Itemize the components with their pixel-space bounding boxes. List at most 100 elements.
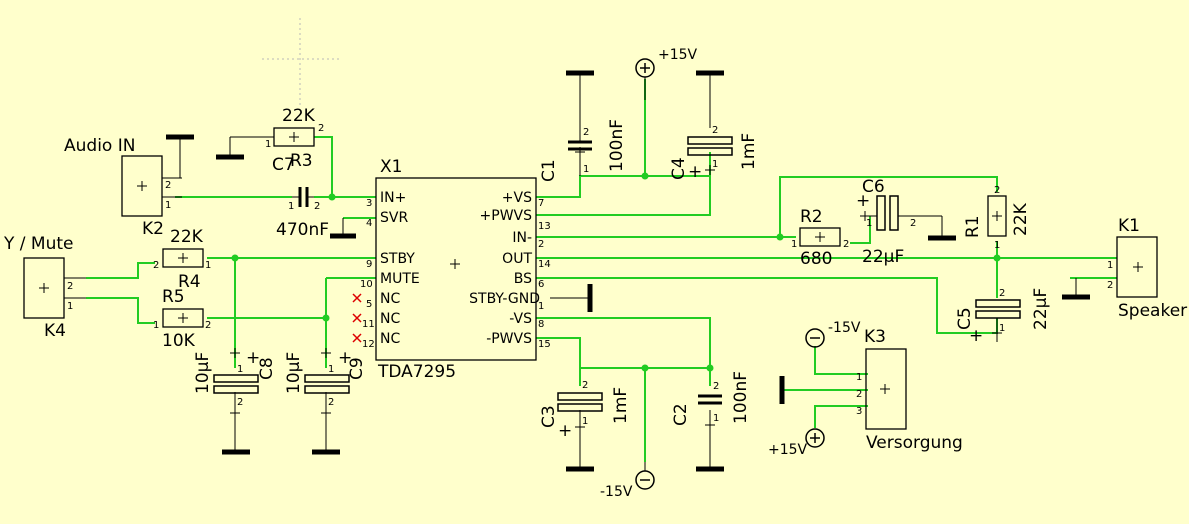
x1-pin-nc-12: NC [380,331,400,347]
k3-label: Versorgung [866,433,963,453]
capacitor-c9[interactable]: + 1 2 10µF C9 [284,348,367,418]
c6-value: 22µF [862,247,904,267]
c9-value: 10µF [284,352,304,394]
r3-pin-2: 2 [318,123,324,134]
capacitor-c5[interactable]: + 2 1 C5 22µF [955,288,1051,346]
origin-crosshair [262,18,340,108]
k1-pin-1: 1 [1107,260,1113,271]
c4-value: 1mF [739,133,759,170]
connector-k2[interactable]: 2 1 Audio IN K2 [64,136,182,239]
vminus-k3-label: -15V [828,320,861,336]
r1-value: 22K [1011,202,1031,236]
x1-num-8: 8 [538,319,544,330]
x1-num-5: 5 [366,299,372,310]
x1-pin-nc-5: NC [380,291,400,307]
capacitor-c2[interactable]: 2 1 C2 100nF [671,371,751,430]
x1-num-9: 9 [366,259,372,270]
resistor-r1[interactable]: 2 1 R1 22K [963,185,1031,251]
capacitor-c7[interactable]: 1 2 C7 470nF [272,155,329,240]
c1-pin-1: 1 [583,164,589,175]
x1-pin-in-plus: IN+ [380,190,406,206]
c7-value: 470nF [276,220,329,240]
connector-k4[interactable]: 2 1 Y / Mute K4 [3,234,86,341]
x1-pin-stby-gnd: STBY-GND [469,291,540,307]
supply-minus-k3[interactable]: -15V [805,320,861,348]
vminus-bottom-label: -15V [600,484,633,500]
k4-pin-1: 1 [67,301,73,312]
x1-pin-out: OUT [502,251,532,267]
c3-pin-1: 1 [582,416,588,427]
supply-minus-bottom[interactable]: -15V [600,462,655,500]
vplus-k3-label: +15V [768,442,808,458]
connector-k3[interactable]: 1 2 3 K3 Versorgung [856,327,963,453]
c9-pin-2: 2 [328,397,334,408]
c6-pin-1: 1 [866,218,872,229]
x1-num-11: 11 [362,319,375,330]
k3-pin-1: 1 [856,372,862,383]
c3-name: C3 [539,405,559,428]
k1-label: Speaker [1118,301,1187,321]
c1-value: 100nF [607,119,627,172]
supply-plus-k3[interactable]: +15V [768,428,825,458]
x1-num-12: 12 [362,339,375,350]
resistor-r4[interactable]: 2 1 22K R4 [153,227,211,292]
resistor-r2[interactable]: 1 2 R2 680 [791,207,849,269]
c7-name: C7 [272,155,295,175]
c3-pin-2: 2 [582,380,588,391]
r5-name: R5 [162,287,185,307]
x1-value: TDA7295 [377,362,456,382]
k4-label: Y / Mute [3,234,74,254]
capacitor-c6[interactable]: + 1 2 C6 22µF [856,177,916,267]
capacitor-c4[interactable]: + 2 1 C4 1mF [669,125,759,182]
k2-label: Audio IN [64,136,135,156]
c3-plus: + [558,421,572,441]
r3-pin-1: 1 [265,139,271,150]
c8-name: C8 [257,357,277,380]
capacitor-c1[interactable]: 2 1 C1 100nF [539,119,627,182]
c2-value: 100nF [731,371,751,424]
r2-pin-2: 2 [843,239,849,250]
r4-value: 22K [170,227,204,247]
x1-num-13: 13 [538,221,551,232]
x1-pin-stby: STBY [380,251,415,267]
r4-pin-1: 1 [205,260,211,271]
resistor-r3[interactable]: 1 2 22K R3 [262,106,324,171]
r1-pin-1: 1 [994,240,1000,251]
r5-value: 10K [162,331,196,351]
ground-rails [166,70,1090,472]
x1-num-6: 6 [538,279,544,290]
x1-num-10: 10 [360,279,373,290]
capacitor-c3[interactable]: + 2 1 C3 1mF [539,380,631,441]
c9-plus: + [338,348,352,368]
c6-pin-2: 2 [910,218,916,229]
c4-pin-1: 1 [712,159,718,170]
x1-pin-bs: BS [514,271,532,287]
r5-pin-1: 1 [153,320,159,331]
k3-pin-3: 3 [856,406,862,417]
c6-plus: + [856,191,870,211]
x1-num-1: 1 [538,301,544,312]
x1-pin-svr: SVR [380,210,408,226]
k2-pin-2: 2 [165,180,171,191]
r4-pin-2: 2 [153,260,159,271]
r4-name: R4 [178,272,201,292]
x1-num-2: 2 [538,239,544,250]
resistor-r5[interactable]: 1 2 R5 10K [153,287,211,351]
k1-pin-2: 2 [1107,280,1113,291]
ic-x1[interactable]: X1 TDA7295 IN+ SVR STBY MUTE NC NC NC +V… [352,157,551,382]
x1-pin-in-minus: IN- [512,230,532,246]
c5-value: 22µF [1031,288,1051,330]
x1-pin-pwvs-minus: -PWVS [486,331,532,347]
c5-pin-2: 2 [999,288,1005,299]
r2-pin-1: 1 [791,239,797,250]
c8-pin-1: 1 [237,364,243,375]
r1-pin-2: 2 [994,185,1000,196]
c2-name: C2 [671,403,691,426]
connector-k1[interactable]: 1 2 K1 Speaker [1107,216,1187,321]
x1-num-15: 15 [538,339,551,350]
capacitor-c8[interactable]: + 1 2 10µF C8 [193,348,277,418]
c9-pin-1: 1 [328,364,334,375]
supply-plus-top[interactable]: +15V [635,47,698,100]
k2-name: K2 [142,219,164,239]
